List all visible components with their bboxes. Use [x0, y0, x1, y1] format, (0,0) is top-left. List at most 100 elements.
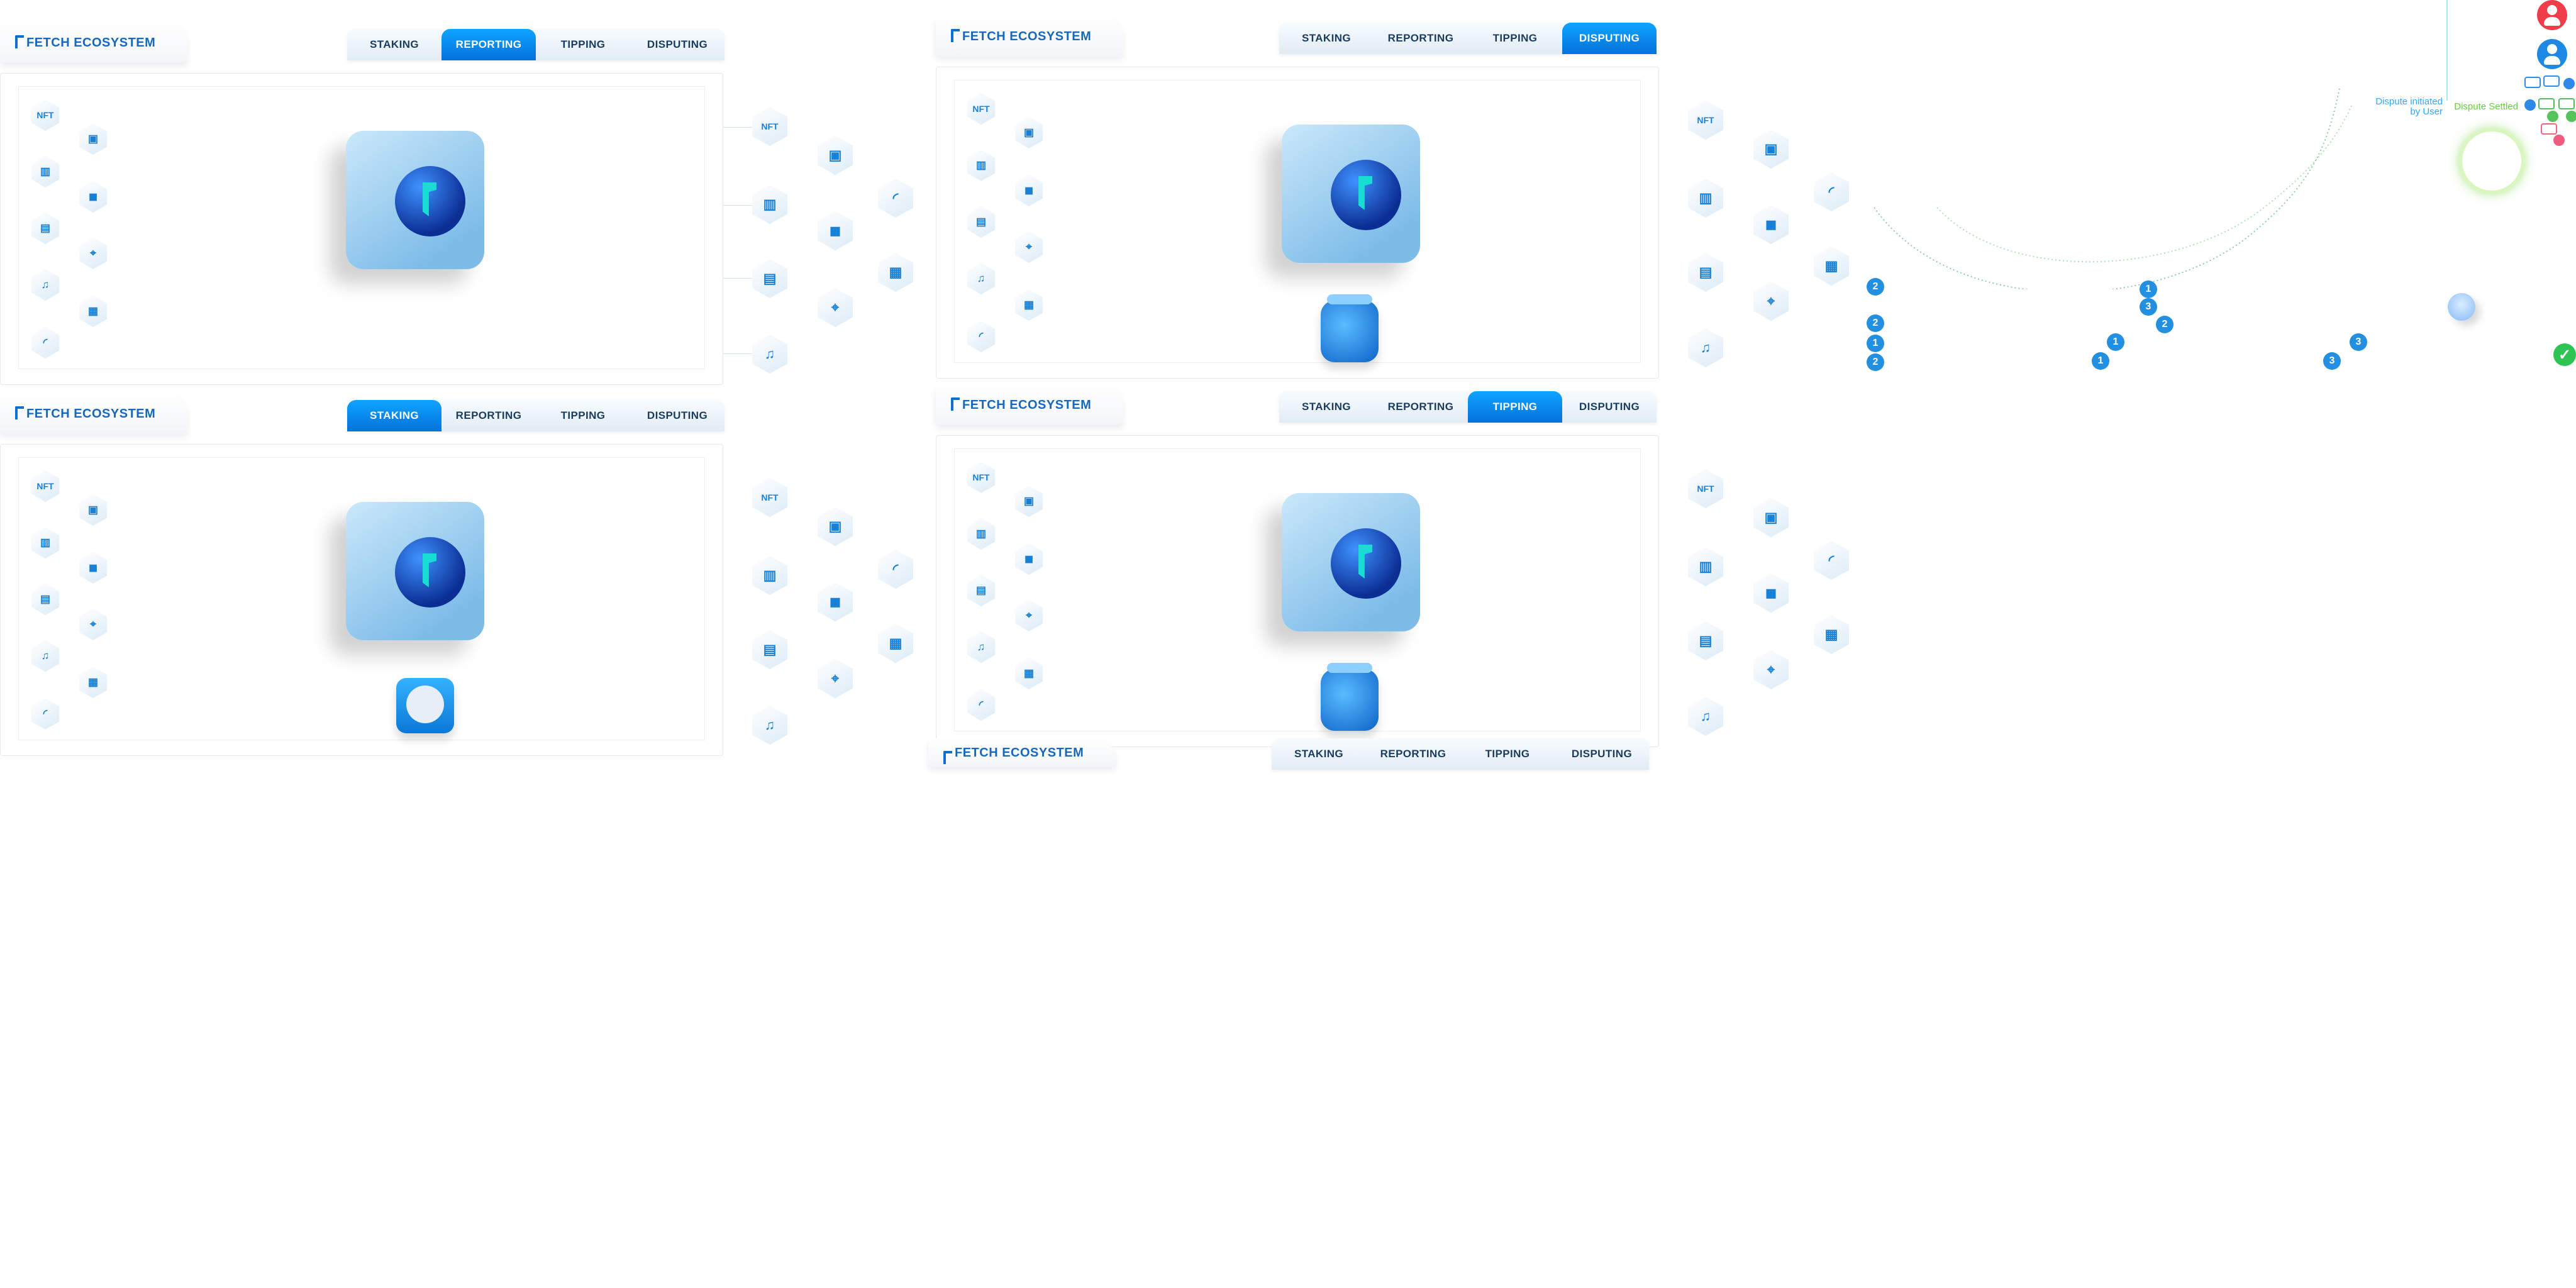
music-icon: ♫ [1688, 328, 1723, 367]
tab-tipping[interactable]: TIPPING [560, 409, 606, 421]
wifi-icon: ◜ [878, 179, 913, 218]
tab-tipping[interactable]: TIPPING [560, 38, 606, 50]
token-jar-icon [1321, 294, 1379, 362]
connector-line [723, 353, 752, 354]
tab-bar: STAKING REPORTING TIPPING DISPUTING [1279, 23, 1657, 54]
tab-disputing[interactable]: DISPUTING [647, 409, 708, 421]
dispute-number-badge: 2 [1867, 353, 1884, 371]
panel-header: FETCH ECOSYSTEM STAKING REPORTING TIPPIN… [0, 394, 730, 449]
tab-reporting[interactable]: REPORTING [1387, 32, 1454, 44]
connector-network: NFT ▣ ▥ ◜ ◼ ▤ ▦ ⌖ ♫ [723, 457, 924, 746]
tab-disputing[interactable]: DISPUTING [1562, 23, 1657, 54]
pin-icon: ⌖ [1753, 282, 1789, 321]
dispute-curve [1874, 87, 2340, 289]
bank-icon: ▥ [31, 527, 59, 558]
chat-icon: ▤ [752, 630, 787, 669]
calendar-icon: ▣ [1015, 486, 1043, 517]
panel-header: FETCH ECOSYSTEM STAKING REPORTING TIPPIN… [0, 23, 730, 78]
pin-icon: ⌖ [79, 609, 107, 640]
nft-icon: NFT [967, 462, 995, 493]
tab-staking[interactable]: STAKING [369, 38, 419, 50]
connector-network: NFT ▣ ▥ ◜ ◼ ▤ ▦ ⌖ ♫ [1659, 79, 1860, 369]
ecosystem-panel-staking: FETCH ECOSYSTEM STAKING REPORTING TIPPIN… [0, 394, 931, 765]
brand-title: FETCH ECOSYSTEM [0, 23, 187, 63]
dispute-settled-label: Dispute Settled [2454, 101, 2518, 112]
calendar-icon: ▣ [79, 494, 107, 526]
check-icon: ✓ [2553, 343, 2576, 366]
car-icon: ◼ [1015, 175, 1043, 206]
tab-staking[interactable]: STAKING [1301, 401, 1352, 413]
wifi-icon: ◜ [967, 321, 995, 352]
connector-line [723, 127, 752, 128]
dispute-number-badge: 1 [2107, 333, 2124, 351]
token-chip-icon [2524, 99, 2536, 111]
tab-tipping[interactable]: TIPPING [1485, 748, 1530, 760]
calendar-icon: ▣ [1753, 498, 1789, 537]
tab-reporting[interactable]: REPORTING [1387, 401, 1454, 413]
tab-staking[interactable]: STAKING [1294, 748, 1344, 760]
tab-reporting[interactable]: REPORTING [441, 29, 536, 60]
dispute-number-badge: 3 [2140, 298, 2157, 316]
tab-staking[interactable]: STAKING [347, 400, 441, 431]
chat-icon: ▤ [31, 584, 59, 615]
bank-icon: ▥ [752, 185, 787, 224]
check-chip-icon [2566, 111, 2576, 122]
fetch-cube-icon [346, 131, 484, 269]
settled-card-icon [2538, 98, 2555, 109]
dispute-status-ring [2459, 128, 2524, 194]
user-avatar-small [2448, 293, 2475, 321]
nft-icon: NFT [31, 470, 59, 502]
brand-title: FETCH ECOSYSTEM [928, 738, 1116, 767]
panel-body: NFT ▣ ▥ ◼ ▤ ⌖ ♫ ▦ ◜ [0, 73, 723, 385]
car-icon: ◼ [1015, 543, 1043, 575]
book-icon: ▦ [79, 667, 107, 698]
tab-disputing[interactable]: DISPUTING [1579, 401, 1640, 413]
tab-staking[interactable]: STAKING [1301, 32, 1352, 44]
car-icon: ◼ [818, 211, 853, 250]
warning-card-icon [2541, 123, 2557, 135]
tab-tipping[interactable]: TIPPING [1468, 391, 1562, 423]
connector-line [723, 278, 752, 279]
fetch-logo-icon [15, 35, 24, 48]
panel-inner-box: NFT ▣ ▥ ◼ ▤ ⌖ ♫ ▦ ◜ [18, 457, 705, 740]
token-chip-icon [2563, 78, 2575, 89]
tab-bar: STAKING REPORTING TIPPING DISPUTING [347, 400, 724, 431]
tab-reporting[interactable]: REPORTING [1380, 748, 1446, 760]
tab-disputing[interactable]: DISPUTING [647, 38, 708, 50]
panel-body: NFT ▣ ▥ ◼ ▤ ⌖ ♫ ▦ ◜ [936, 435, 1659, 747]
token-jar-icon [1321, 663, 1379, 731]
book-icon: ▦ [1814, 615, 1849, 654]
car-icon: ◼ [1753, 574, 1789, 613]
nft-icon: NFT [752, 478, 787, 517]
dispute-flow-curves [1874, 87, 2353, 289]
chat-icon: ▤ [1688, 621, 1723, 660]
user-avatar-blue [2537, 39, 2567, 69]
tab-reporting[interactable]: REPORTING [455, 409, 522, 421]
fetch-cube-icon [1282, 125, 1420, 263]
connector-line [723, 205, 752, 206]
car-icon: ◼ [79, 181, 107, 213]
fetch-logo-icon [943, 751, 952, 764]
tab-tipping[interactable]: TIPPING [1492, 32, 1538, 44]
calendar-icon: ▣ [818, 507, 853, 546]
calendar-icon: ▣ [79, 123, 107, 155]
tab-bar: STAKING REPORTING TIPPING DISPUTING [1272, 738, 1649, 770]
calendar-icon: ▣ [1015, 117, 1043, 148]
brand-title: FETCH ECOSYSTEM [936, 385, 1123, 425]
dispute-number-badge: 3 [2323, 352, 2341, 370]
pin-icon: ⌖ [818, 659, 853, 698]
ecosystem-panel-reporting: FETCH ECOSYSTEM STAKING REPORTING TIPPIN… [0, 23, 931, 394]
calendar-icon: ▣ [818, 136, 853, 175]
nft-icon: NFT [752, 107, 787, 146]
connector-network: NFT ▣ ▥ ◜ ◼ ▤ ▦ ⌖ ♫ [1659, 448, 1860, 737]
chat-icon: ▤ [31, 213, 59, 244]
pin-icon: ⌖ [1015, 600, 1043, 631]
tab-disputing[interactable]: DISPUTING [1571, 748, 1633, 760]
bank-icon: ▥ [967, 518, 995, 550]
fetch-logo-icon [951, 397, 960, 411]
wifi-icon: ◜ [1814, 541, 1849, 580]
music-icon: ♫ [752, 706, 787, 745]
nft-icon: NFT [1688, 469, 1723, 508]
pin-icon: ⌖ [1753, 650, 1789, 689]
